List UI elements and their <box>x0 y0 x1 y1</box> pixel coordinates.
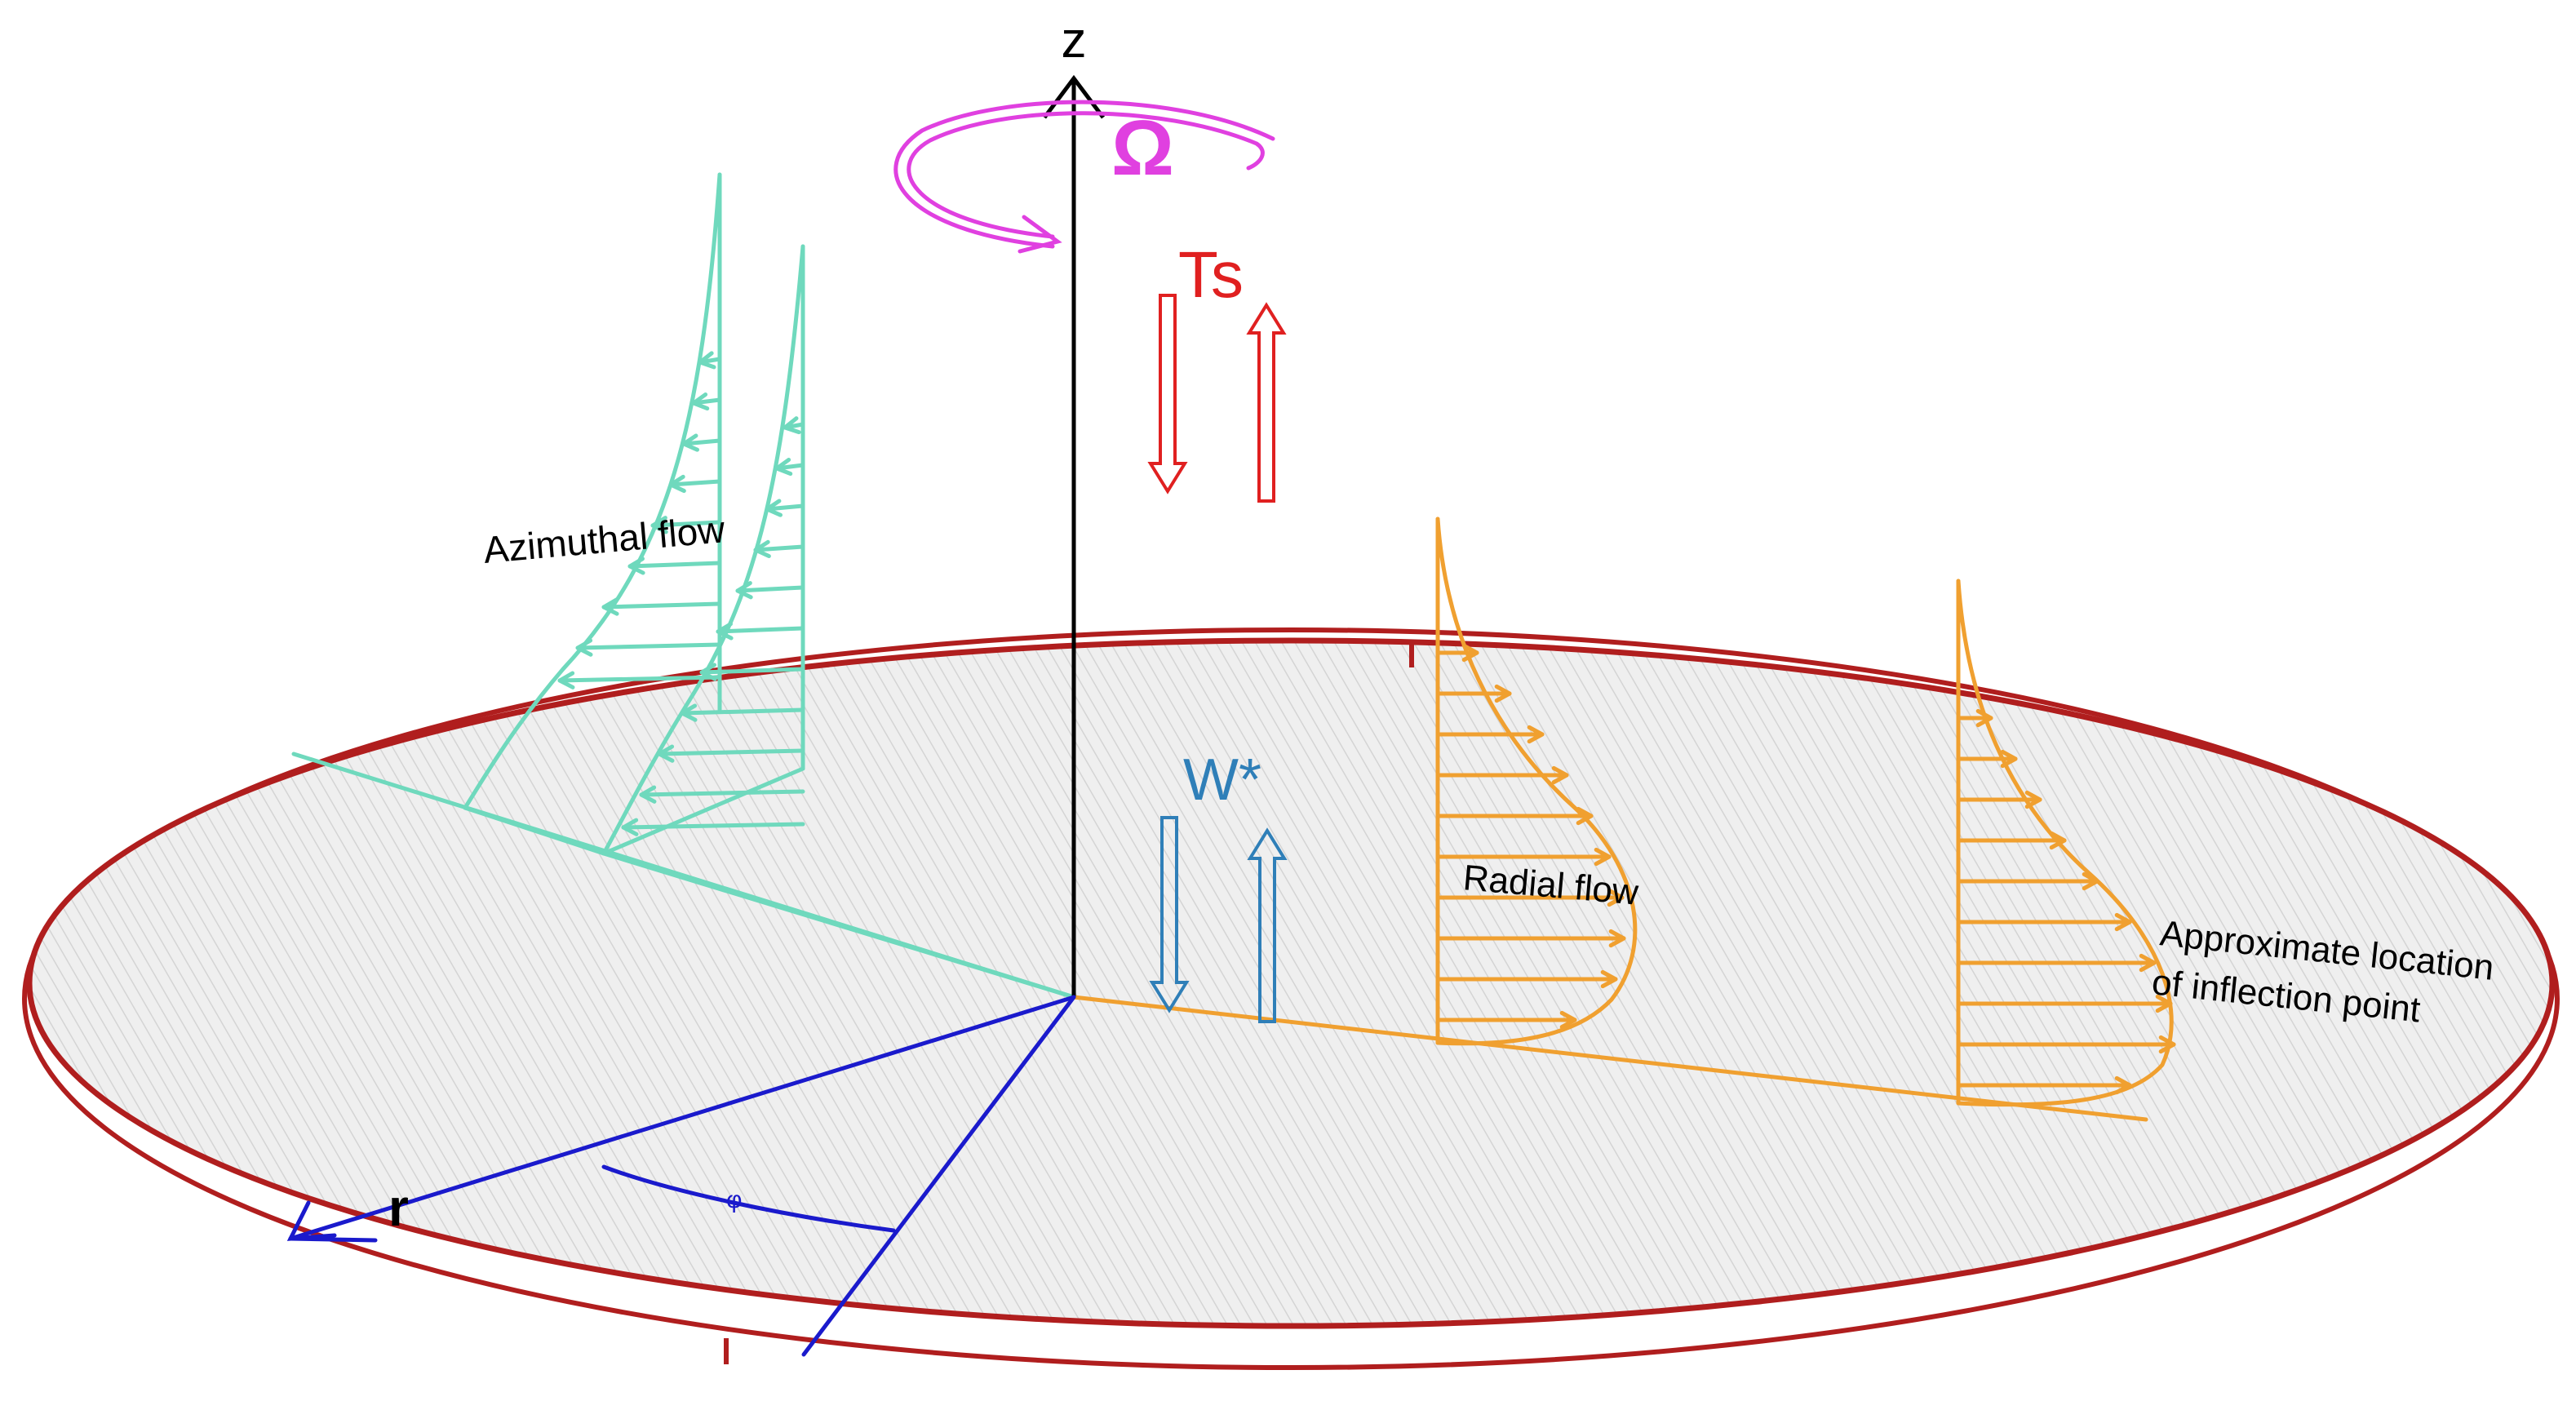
azimuthal-arrow <box>575 638 722 657</box>
w-up-arrow <box>1247 827 1288 1023</box>
radial-arrow <box>1956 1035 2176 1054</box>
radial-arrow <box>1435 929 1626 948</box>
azimuthal-flow-profiles <box>291 172 1076 1000</box>
radial-arrow <box>1956 708 1993 728</box>
omega-rotation-curve-inner <box>893 100 1275 249</box>
r-axis <box>286 995 1076 1357</box>
w-star-arrows <box>1149 816 1288 1023</box>
w-star-label: W* <box>1183 747 1261 813</box>
radial-arrow <box>1435 765 1569 785</box>
radial-arrow <box>1435 725 1545 744</box>
ts-down-arrow <box>1147 294 1188 494</box>
azimuthal-arrow <box>650 516 722 534</box>
w-down-arrow <box>1149 816 1190 1013</box>
azimuthal-arrow <box>698 351 722 370</box>
radial-arrow <box>1435 847 1612 867</box>
omega-arrowhead <box>1018 215 1062 254</box>
azimuthal-base-line <box>601 766 805 856</box>
azimuthal-arrow <box>691 392 722 411</box>
omega-rotation-curve-outer <box>907 111 1265 239</box>
radial-arrow <box>1956 831 2067 850</box>
azimuthal-arrow <box>680 703 805 722</box>
radial-arrow <box>1956 994 2173 1013</box>
omega-label: Ω <box>1111 104 1174 192</box>
disk-rim-outer <box>22 627 2560 1370</box>
rotation-arrow <box>893 100 1275 254</box>
azimuthal-arrow <box>621 818 805 836</box>
radial-velocity-arrows-inner <box>1435 643 1626 1030</box>
radial-arrow <box>1435 643 1479 663</box>
rotating-disk <box>22 627 2560 1370</box>
azimuthal-arrow <box>735 581 805 600</box>
radial-reference-line <box>801 995 1076 1357</box>
radial-arrow <box>1956 871 2099 891</box>
r-axis-label: r <box>388 1178 409 1237</box>
azimuthal-arrow <box>601 597 722 616</box>
radial-velocity-arrows-outer <box>1956 708 2176 1095</box>
azimuthal-arrow <box>557 671 722 689</box>
azimuthal-velocity-arrows-back <box>557 351 722 689</box>
radial-arrow <box>1956 912 2132 932</box>
azimuthal-arrow <box>668 474 722 494</box>
phi-label: φ <box>726 1186 742 1213</box>
azimuthal-arrow <box>774 457 805 477</box>
radial-arrow <box>1956 1075 2132 1095</box>
r-axis-line <box>288 995 1076 1241</box>
phi-angle-arc <box>601 1164 896 1233</box>
radial-arrow <box>1435 969 1618 989</box>
azimuthal-arrow <box>753 539 805 559</box>
radial-base-line <box>1071 995 2148 1122</box>
azimuthal-arrow <box>657 744 805 763</box>
radial-arrow <box>1435 684 1512 703</box>
radial-arrow <box>1956 749 2018 769</box>
r-axis-tick <box>288 1236 378 1243</box>
azimuthal-flow-label: Azimuthal flow <box>481 508 727 571</box>
ts-label: Ts <box>1178 238 1244 311</box>
ts-up-arrow <box>1246 302 1287 503</box>
radial-profile-curve-outer <box>1956 579 2174 1107</box>
radial-arrow <box>1435 806 1594 826</box>
radial-arrow <box>1435 1010 1577 1030</box>
z-axis-label: z <box>1062 12 1087 69</box>
radial-arrow <box>1435 888 1625 907</box>
radial-arrow <box>1956 953 2157 973</box>
azimuthal-arrow <box>681 433 722 452</box>
ts-arrows <box>1147 294 1287 503</box>
azimuthal-arrow <box>699 663 805 681</box>
azimuthal-velocity-arrows-front <box>621 416 805 836</box>
azimuthal-arrow <box>627 556 722 575</box>
azimuthal-base-line <box>601 851 1076 1000</box>
radial-flow-profiles <box>1071 517 2176 1122</box>
azimuthal-arrow <box>716 622 805 641</box>
azimuthal-arrow <box>639 785 805 804</box>
disk-surface <box>26 637 2556 1329</box>
azimuthal-arrow <box>765 499 805 517</box>
azimuthal-arrow <box>783 416 805 435</box>
azimuthal-base-line <box>463 805 606 856</box>
radial-arrow <box>1956 790 2042 809</box>
